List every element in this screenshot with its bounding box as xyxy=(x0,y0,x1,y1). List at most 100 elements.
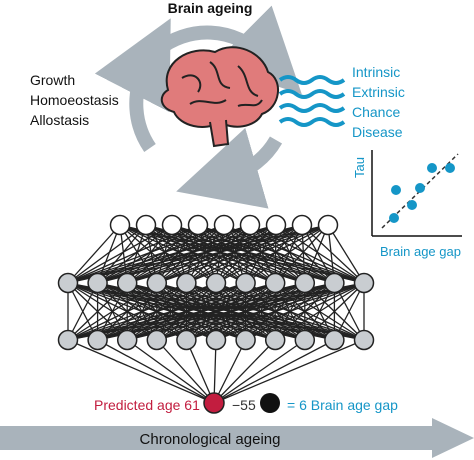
input-neuron xyxy=(239,214,261,236)
hidden-neuron xyxy=(116,329,138,351)
hidden-neuron xyxy=(264,329,286,351)
network-connection xyxy=(67,224,121,284)
hidden-neuron xyxy=(176,272,197,294)
input-neuron xyxy=(317,214,339,236)
network-connection xyxy=(156,224,199,284)
network-connection xyxy=(213,339,276,404)
network-connection xyxy=(213,339,365,404)
network-connection xyxy=(185,339,215,404)
hidden-neuron xyxy=(324,329,345,351)
scatter-y-label: Tau xyxy=(352,157,367,178)
external-factors-list: Intrinsic Extrinsic Chance Disease xyxy=(352,62,405,142)
tau-scatter-plot xyxy=(371,150,462,237)
network-connection xyxy=(67,224,277,284)
scatter-point xyxy=(389,213,399,223)
input-neuron xyxy=(265,214,287,236)
brain-age-gap-result: = 6 Brain age gap xyxy=(287,397,398,413)
hidden-neuron xyxy=(176,329,197,351)
scatter-x-label: Brain age gap xyxy=(380,244,461,259)
hidden-neuron xyxy=(146,272,168,294)
network-connection xyxy=(275,224,306,284)
factor-allostasis: Allostasis xyxy=(30,112,90,128)
chronological-age-label: −55 xyxy=(232,397,256,413)
network-connection xyxy=(97,282,365,341)
hidden-neuron xyxy=(353,272,375,294)
network-connection xyxy=(333,282,365,341)
network-connection xyxy=(67,282,187,341)
network-connection xyxy=(197,224,247,284)
network-connection xyxy=(274,282,365,341)
hidden-neuron xyxy=(235,272,256,294)
hidden-neuron xyxy=(294,329,316,351)
factor-homoeostasis: Homoeostasis xyxy=(30,92,119,108)
network-connection xyxy=(97,339,215,404)
network-connection xyxy=(213,339,306,404)
hidden-neuron xyxy=(294,272,316,294)
scatter-point xyxy=(427,163,437,173)
network-connection xyxy=(171,224,276,284)
network-connection xyxy=(156,224,251,284)
scatter-point xyxy=(407,200,417,210)
network-connection xyxy=(197,224,306,284)
cycle-arrow-right xyxy=(176,127,283,209)
scatter-point xyxy=(445,163,455,173)
network-connection xyxy=(67,282,158,341)
network-connection xyxy=(249,224,306,284)
network-connection xyxy=(213,339,247,404)
network-connection xyxy=(67,224,329,284)
network-connection xyxy=(67,282,335,341)
chronological-ageing-arrow xyxy=(0,418,474,458)
hidden-neuron xyxy=(205,329,227,351)
network-connection xyxy=(67,282,217,341)
network-connection xyxy=(156,339,215,404)
input-neuron xyxy=(213,214,235,236)
cycle-arrows xyxy=(94,5,302,209)
network-connection xyxy=(215,282,365,341)
factor-disease: Disease xyxy=(352,124,403,140)
input-neuron xyxy=(109,214,131,236)
network-connection xyxy=(156,224,225,284)
network-connection xyxy=(67,282,99,341)
network-connection xyxy=(67,282,128,341)
network-connection xyxy=(127,282,365,341)
factor-chance: Chance xyxy=(352,104,401,120)
network-connection xyxy=(97,224,329,284)
network-connection xyxy=(67,224,199,284)
network-connection xyxy=(127,224,329,284)
chronological-age-neuron xyxy=(260,393,280,413)
network-connection xyxy=(67,282,305,341)
cycle-arrow-left xyxy=(94,18,171,152)
timeline-label: Chronological ageing xyxy=(139,431,281,448)
hidden-neuron xyxy=(205,272,227,294)
network-connection xyxy=(274,224,329,284)
network-connection xyxy=(304,282,365,341)
intrinsic-processes-list: Growth Homoeostasis Allostasis xyxy=(30,70,119,130)
factor-growth: Growth xyxy=(30,72,76,88)
network-connection xyxy=(171,224,306,284)
factor-intrinsic: Intrinsic xyxy=(352,64,401,80)
hidden-neuron xyxy=(235,329,256,351)
hidden-neuron xyxy=(57,329,79,351)
neural-network xyxy=(57,214,375,414)
network-connection xyxy=(223,224,247,284)
scatter-point xyxy=(415,183,425,193)
network-connection xyxy=(197,224,276,284)
network-connection xyxy=(119,224,217,284)
network-connection xyxy=(223,224,276,284)
scatter-point xyxy=(391,185,401,195)
hidden-neuron xyxy=(87,272,108,294)
network-connection xyxy=(301,224,335,284)
network-connection xyxy=(67,224,173,284)
network-connection xyxy=(304,224,329,284)
diagram-title: Brain ageing xyxy=(167,0,253,16)
network-connection xyxy=(215,224,329,284)
network-connection xyxy=(245,224,329,284)
hidden-neuron xyxy=(264,272,286,294)
predicted-age-neuron xyxy=(203,392,225,414)
input-neuron xyxy=(135,214,157,236)
network-connection xyxy=(327,224,365,284)
influence-waves-icon xyxy=(278,75,346,127)
factor-extrinsic: Extrinsic xyxy=(352,84,405,100)
hidden-neuron xyxy=(146,329,168,351)
